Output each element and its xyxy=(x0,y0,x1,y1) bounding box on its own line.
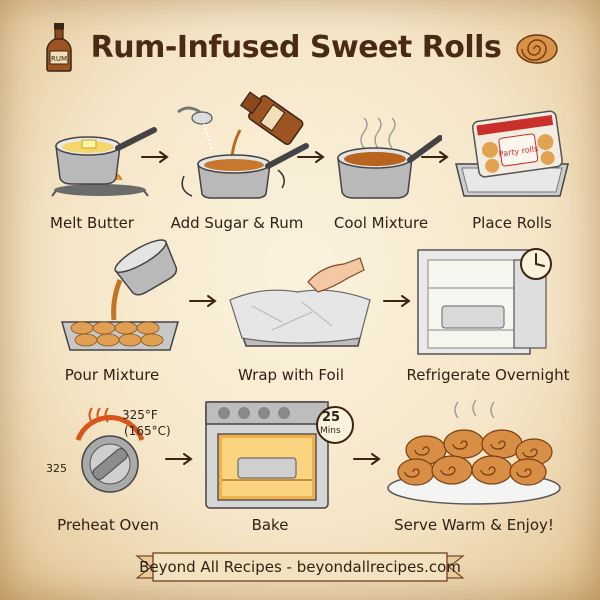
title-row: RUM Rum-Infused Sweet Rolls xyxy=(0,22,600,72)
step-label-bake: Bake xyxy=(251,516,289,534)
pour-rum-icon xyxy=(177,91,309,199)
rolls-package-icon: Party rolls xyxy=(455,110,569,197)
step-label-place-rolls: Place Rolls xyxy=(472,214,552,232)
step-label-melt-butter: Melt Butter xyxy=(50,214,134,232)
clock-icon xyxy=(520,248,552,280)
timer-unit: Mins xyxy=(320,426,341,436)
cooling-pan-icon xyxy=(337,118,442,199)
step-label-pour-mixture: Pour Mixture xyxy=(64,366,160,384)
step-label-preheat-oven: Preheat Oven xyxy=(57,516,159,534)
timer-icon xyxy=(316,406,354,444)
oven-dial-icon xyxy=(75,407,145,493)
arrow-right-icon xyxy=(421,151,449,163)
preheat-temp-f: 325°F xyxy=(122,408,158,422)
arrow-right-icon xyxy=(189,295,217,307)
refrigerator-icon xyxy=(417,248,552,355)
arrow-right-icon xyxy=(297,151,325,163)
step-label-add-sugar-rum: Add Sugar & Rum xyxy=(170,214,304,232)
step-label-cool-mixture: Cool Mixture xyxy=(333,214,429,232)
rum-bottle-icon: RUM xyxy=(45,23,72,72)
cinnamon-roll-icon xyxy=(516,34,559,64)
rum-bottle-label: RUM xyxy=(51,55,67,63)
saucepan-butter-icon xyxy=(51,127,157,197)
oven-icon xyxy=(205,401,329,509)
step-label-wrap-foil: Wrap with Foil xyxy=(237,366,345,384)
pour-mixture-icon xyxy=(61,239,179,351)
timer-value: 25 xyxy=(322,410,341,425)
preheat-temp-c: (165°C) xyxy=(124,424,171,438)
step-label-refrigerate: Refrigerate Overnight xyxy=(406,366,570,384)
page-title: Rum-Infused Sweet Rolls xyxy=(90,29,502,65)
cinnamon-rolls-platter-icon xyxy=(387,399,561,505)
footer-text: Beyond All Recipes - beyondallrecipes.co… xyxy=(139,558,461,576)
arrow-right-icon xyxy=(141,151,169,163)
step-label-serve: Serve Warm & Enjoy! xyxy=(394,516,554,534)
dial-value: 325 xyxy=(46,462,67,475)
arrow-right-icon xyxy=(165,453,193,465)
arrow-right-icon xyxy=(353,453,381,465)
arrow-right-icon xyxy=(383,295,411,307)
footer-banner: Beyond All Recipes - beyondallrecipes.co… xyxy=(135,552,465,582)
banner-ribbon-icon xyxy=(135,552,465,582)
foil-wrap-icon xyxy=(229,257,371,347)
